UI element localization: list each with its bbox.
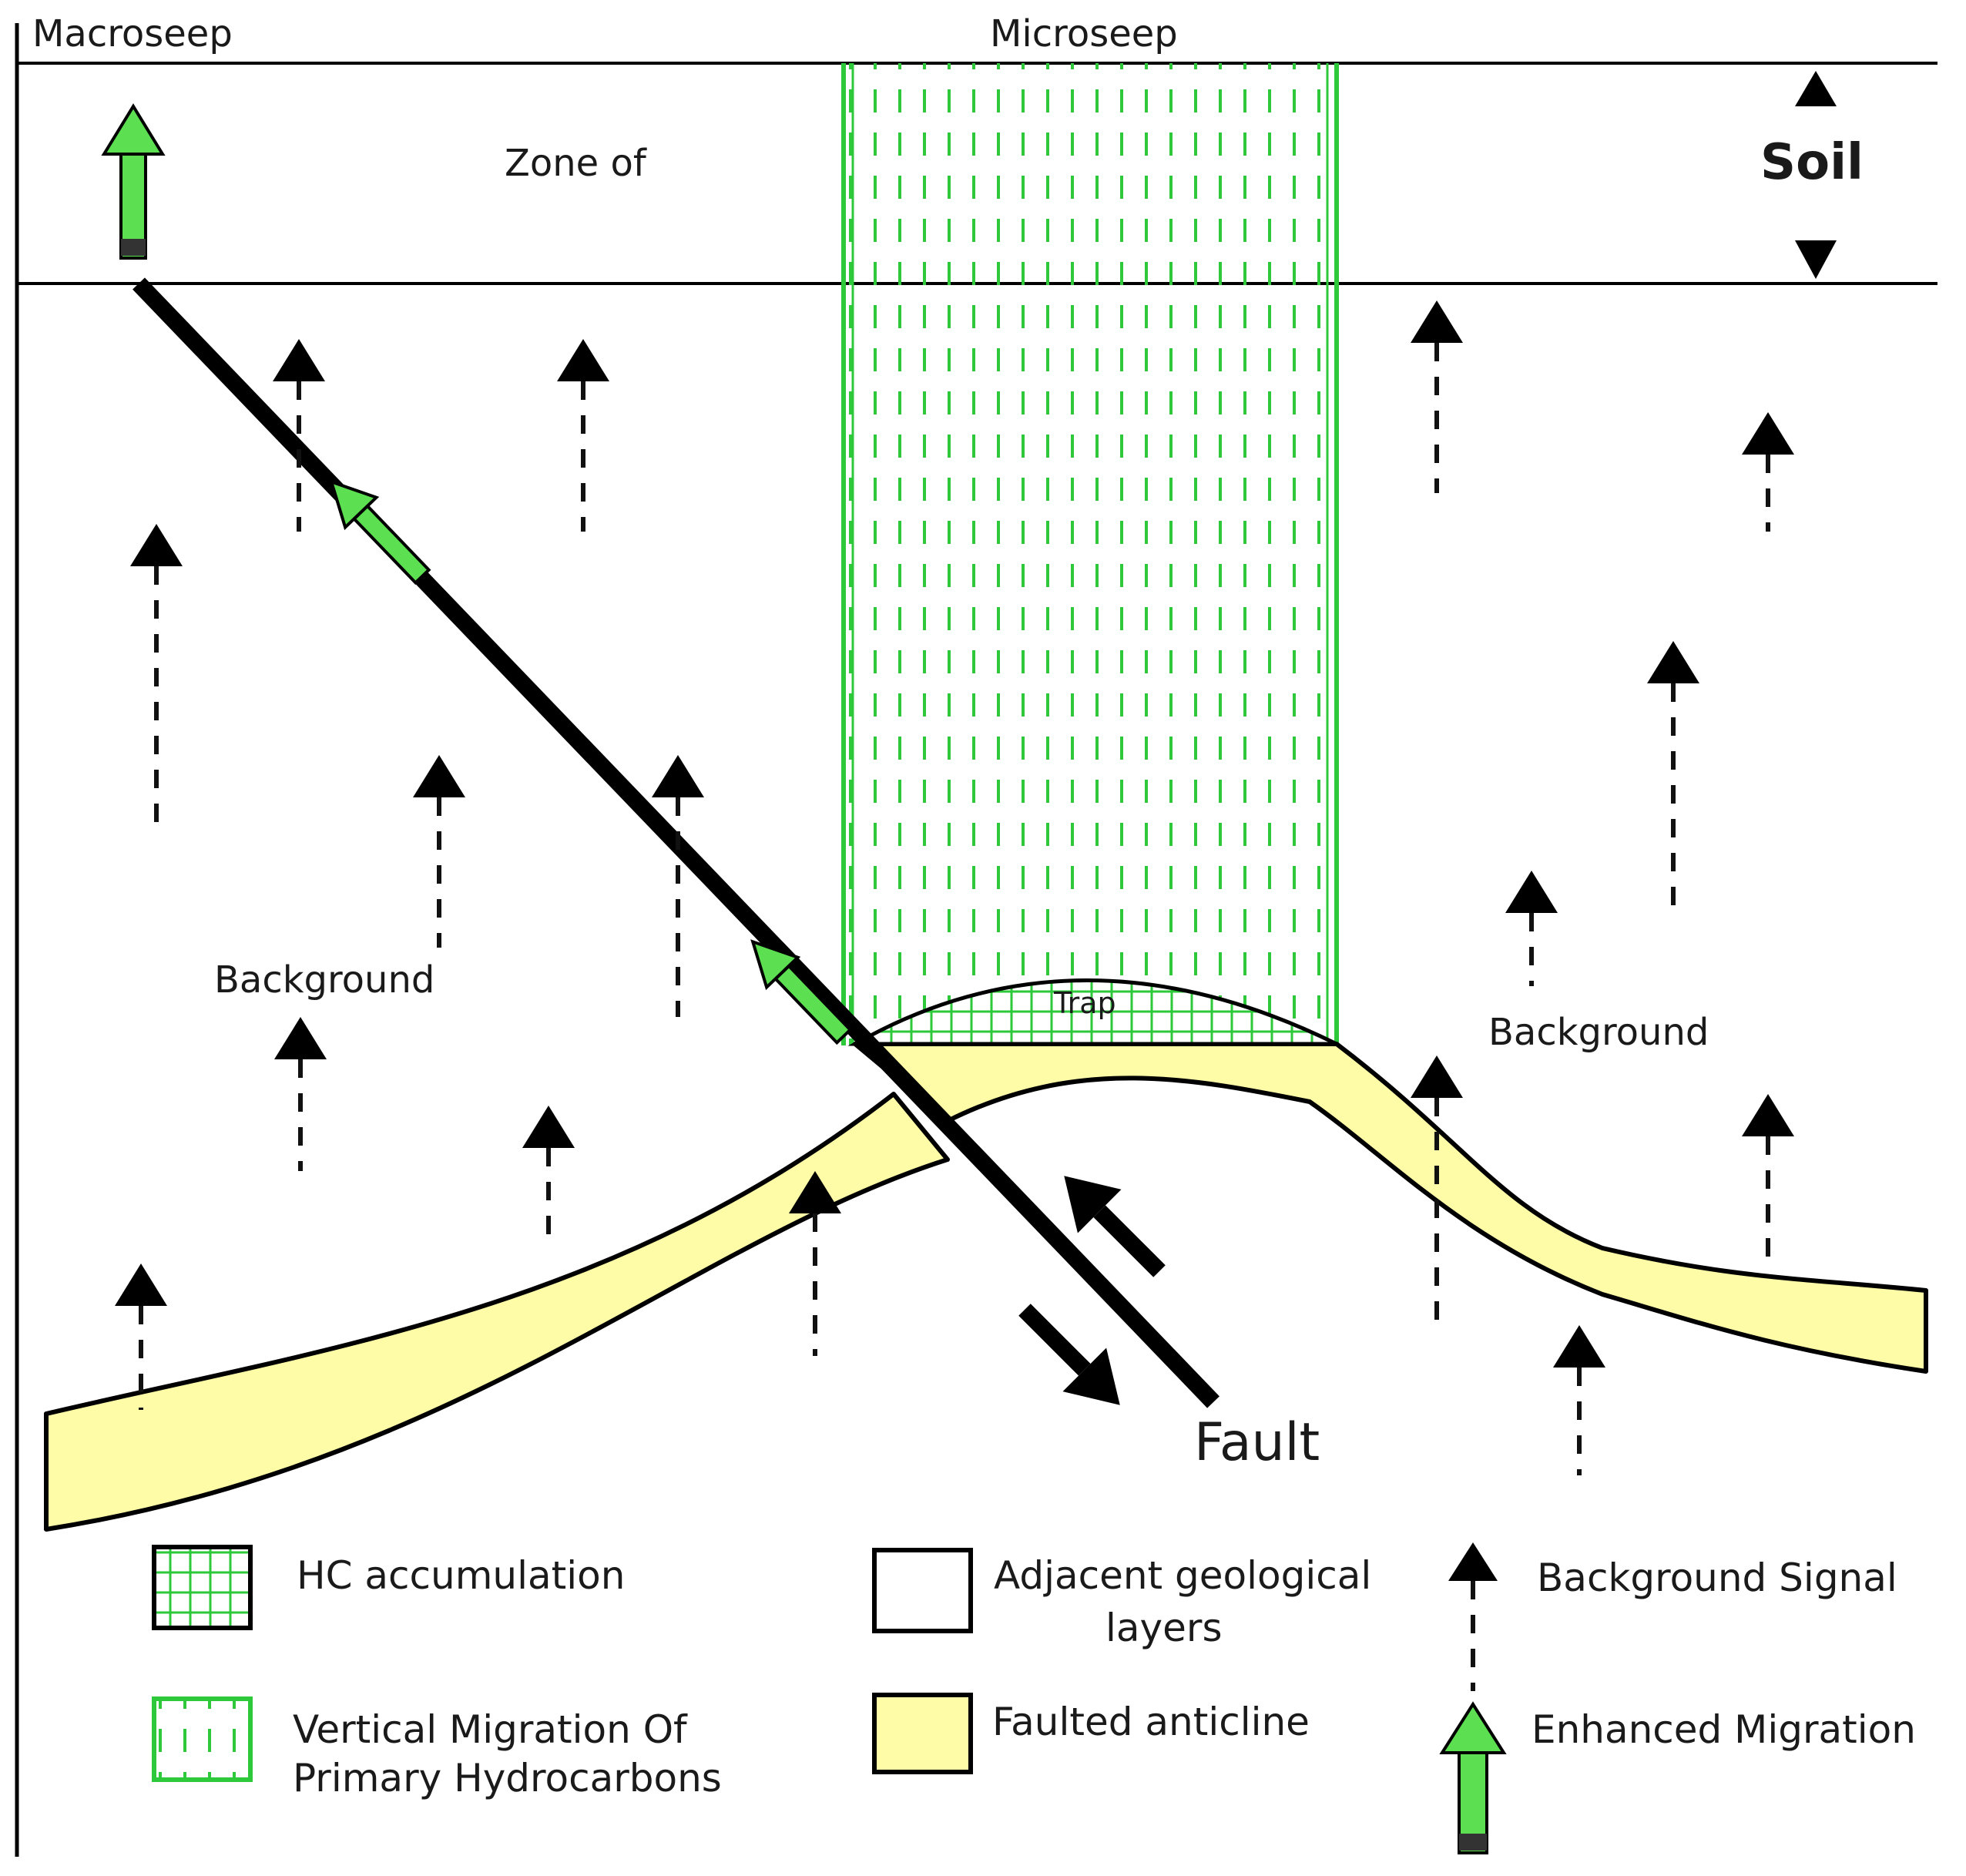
anticline-left-block	[44, 1092, 950, 1532]
background-signal-arrow-icon	[522, 1106, 575, 1248]
legend-hc-swatch	[152, 1545, 253, 1630]
legend-background-signal-label: Background Signal	[1537, 1556, 1897, 1600]
macroseep-green-arrow-icon	[101, 103, 166, 260]
trap-label: Trap	[1053, 986, 1116, 1020]
fault-arrow-up-icon	[1064, 1176, 1166, 1277]
fault-green-arrow-icon	[329, 479, 431, 586]
background-signal-arrow-icon	[557, 339, 609, 532]
background-signal-arrows	[115, 300, 1794, 1475]
background-signal-arrow-icon	[1553, 1325, 1605, 1475]
background-signal-arrow-icon	[652, 755, 704, 1017]
fault-green-arrow-icon	[750, 939, 853, 1045]
legend-vertical-migration-line1: Vertical Migration Of	[293, 1707, 688, 1752]
legend-adjacent-layers-line1: Adjacent geological	[994, 1553, 1371, 1598]
background-signal-arrow-icon	[274, 1017, 327, 1171]
background-signal-arrow-icon	[1647, 641, 1699, 913]
microseep-label: Microseep	[990, 12, 1178, 55]
macroseep-label: Macroseep	[32, 12, 233, 55]
fault-label: Fault	[1194, 1412, 1320, 1473]
legend-faulted-anticline-label: Faulted anticline	[992, 1700, 1310, 1744]
legend-vertical-migration-line2: Primary Hydrocarbons	[293, 1756, 722, 1800]
legend-enhanced-migration-icon	[1439, 1701, 1507, 1854]
legend-background-signal-icon	[1448, 1542, 1498, 1691]
background-left-label: Background	[214, 958, 434, 1002]
background-signal-arrow-icon	[1505, 871, 1558, 986]
background-right-label: Background	[1488, 1011, 1709, 1054]
background-signal-arrow-icon	[1411, 300, 1463, 493]
fault-arrow-down-icon	[1018, 1304, 1120, 1405]
zone-of-label: Zone of	[505, 142, 647, 185]
background-signal-arrow-icon	[1411, 1055, 1463, 1325]
legend: HC accumulation Vertical Migration Of Pr…	[152, 1542, 1916, 1854]
legend-enhanced-migration-label: Enhanced Migration	[1532, 1707, 1916, 1752]
fault-green-arrows	[329, 479, 853, 1045]
legend-adjacent-layers-swatch	[872, 1548, 973, 1633]
fault-displacement-arrows	[1018, 1176, 1166, 1405]
background-signal-arrow-icon	[789, 1171, 841, 1356]
background-signal-arrow-icon	[413, 755, 465, 948]
legend-faulted-anticline-swatch	[872, 1693, 973, 1774]
anticline-right-block	[853, 1042, 1928, 1374]
legend-adjacent-layers-line2: layers	[1105, 1606, 1223, 1650]
background-signal-arrow-icon	[130, 524, 183, 832]
background-signal-arrow-icon	[1742, 412, 1794, 532]
legend-vertical-migration-swatch	[152, 1696, 253, 1782]
legend-hc-label: HC accumulation	[297, 1553, 625, 1598]
background-signal-arrow-icon	[273, 339, 325, 532]
vertical-migration-column	[841, 63, 1339, 1045]
soil-label: Soil	[1760, 134, 1864, 191]
soil-thickness-arrow-icon	[1795, 71, 1837, 279]
background-signal-arrow-icon	[1742, 1094, 1794, 1271]
background-signal-arrow-icon	[115, 1264, 167, 1410]
